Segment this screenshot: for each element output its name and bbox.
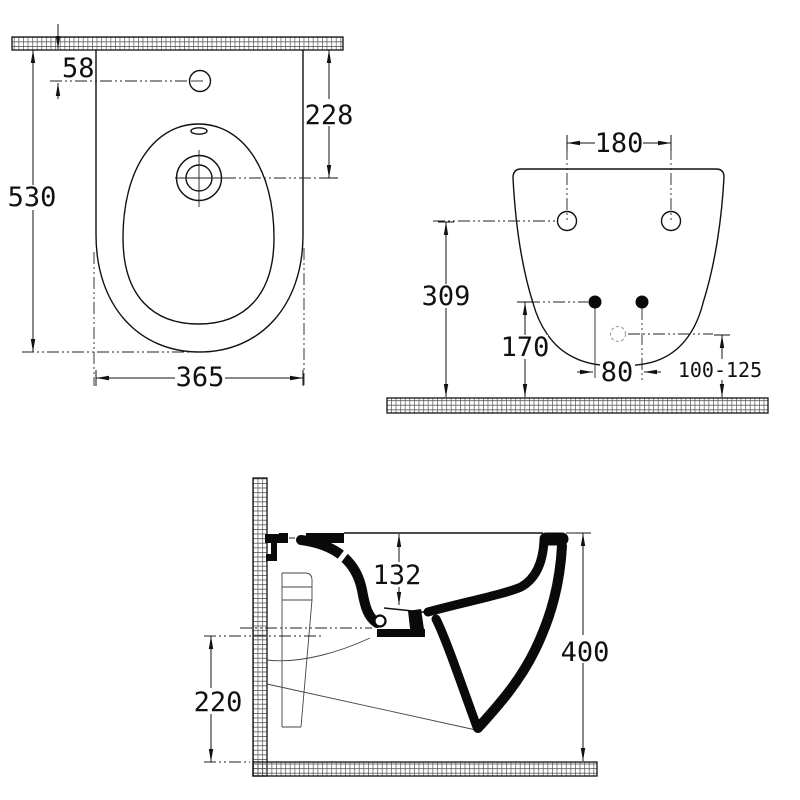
rear-body-outline bbox=[512, 168, 725, 367]
dim-label-80: 80 bbox=[601, 357, 634, 388]
side-view: 132 400 220 bbox=[194, 477, 610, 777]
dim-label-530: 530 bbox=[8, 182, 57, 213]
side-ghost-bottom-line bbox=[266, 683, 477, 731]
rear-floor-hatch bbox=[386, 397, 769, 414]
plan-inner-bowl-outline bbox=[122, 123, 275, 325]
dim-spray-depth: 228 bbox=[305, 50, 354, 179]
dim-fixing-height: 309 bbox=[422, 221, 471, 397]
plan-view: 58 530 228 365 bbox=[8, 24, 354, 393]
dim-label-228: 228 bbox=[305, 100, 354, 131]
side-bowl-front-surface bbox=[423, 536, 549, 617]
side-sump-back-edge bbox=[431, 614, 482, 732]
dim-inlet-spacing: 80 bbox=[577, 357, 661, 388]
rear-fixing-hole-right bbox=[660, 210, 682, 232]
dim-width: 365 bbox=[95, 362, 304, 393]
plan-overflow-hole bbox=[190, 127, 208, 135]
side-ceramic-section bbox=[265, 532, 569, 733]
dim-label-58: 58 bbox=[62, 53, 95, 84]
side-drain-block bbox=[408, 609, 425, 637]
dim-hole-spacing: 180 bbox=[566, 128, 672, 159]
side-back-wall bbox=[296, 535, 382, 628]
plan-faucet-hole bbox=[188, 69, 212, 93]
side-front-outer-wall bbox=[473, 541, 567, 733]
dim-overall-height: 400 bbox=[561, 532, 610, 761]
side-wall-hatch bbox=[252, 477, 268, 777]
rear-view: 180 309 170 80 100-125 bbox=[386, 128, 769, 414]
rear-drain-ghost-circle bbox=[609, 325, 627, 343]
dim-length: 530 bbox=[8, 50, 57, 352]
dim-label-180: 180 bbox=[595, 128, 644, 159]
dim-label-400: 400 bbox=[561, 637, 610, 668]
rear-inlet-right bbox=[635, 295, 649, 309]
rear-fixing-hole-left bbox=[556, 210, 578, 232]
dim-inner-depth: 132 bbox=[373, 534, 422, 605]
dim-label-100-125: 100-125 bbox=[678, 358, 762, 382]
side-trap-weir bbox=[373, 614, 387, 628]
dim-label-170: 170 bbox=[501, 332, 550, 363]
side-floor-hatch bbox=[252, 761, 598, 777]
side-ghost-trap-line bbox=[266, 637, 371, 662]
side-wall-hook bbox=[265, 534, 281, 561]
dim-label-132: 132 bbox=[373, 560, 422, 591]
dim-inlet-height: 170 bbox=[501, 301, 550, 397]
side-ghost-drainpipe bbox=[281, 572, 313, 728]
dim-drain-axis-height: 220 bbox=[194, 636, 243, 762]
dim-label-220: 220 bbox=[194, 687, 243, 718]
dim-faucet-offset: 58 bbox=[55, 24, 95, 99]
side-spray-slot bbox=[334, 550, 348, 567]
dim-label-365: 365 bbox=[176, 362, 225, 393]
side-trap-bottom bbox=[377, 629, 425, 637]
plan-wall-hatch bbox=[11, 36, 344, 51]
rear-inlet-left bbox=[588, 295, 602, 309]
dim-drain-height-range: 100-125 bbox=[676, 334, 764, 397]
dim-label-309: 309 bbox=[422, 281, 471, 312]
